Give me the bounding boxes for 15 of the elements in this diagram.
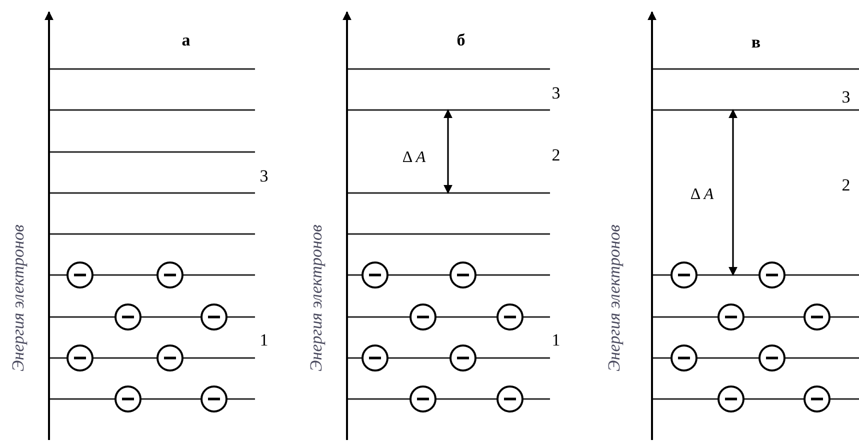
panel-letter: а bbox=[182, 32, 190, 48]
axis-label: Энергия электронов bbox=[10, 224, 26, 372]
axis-label: Энергия электронов bbox=[308, 224, 324, 372]
band-number: 3 bbox=[260, 168, 268, 184]
band-number: 3 bbox=[842, 88, 850, 106]
band-number: 2 bbox=[552, 146, 560, 164]
band-number: 2 bbox=[842, 176, 850, 194]
energy-gap-label: Δ A bbox=[402, 150, 426, 166]
band-number: 1 bbox=[260, 332, 268, 348]
band-number: 3 bbox=[552, 84, 560, 102]
panel-letter: б bbox=[456, 32, 466, 48]
axis-label: Энергия электронов bbox=[606, 224, 622, 372]
panel-letter: в bbox=[751, 34, 761, 50]
band-number: 1 bbox=[552, 332, 560, 348]
energy-gap-label: Δ A bbox=[690, 187, 714, 203]
